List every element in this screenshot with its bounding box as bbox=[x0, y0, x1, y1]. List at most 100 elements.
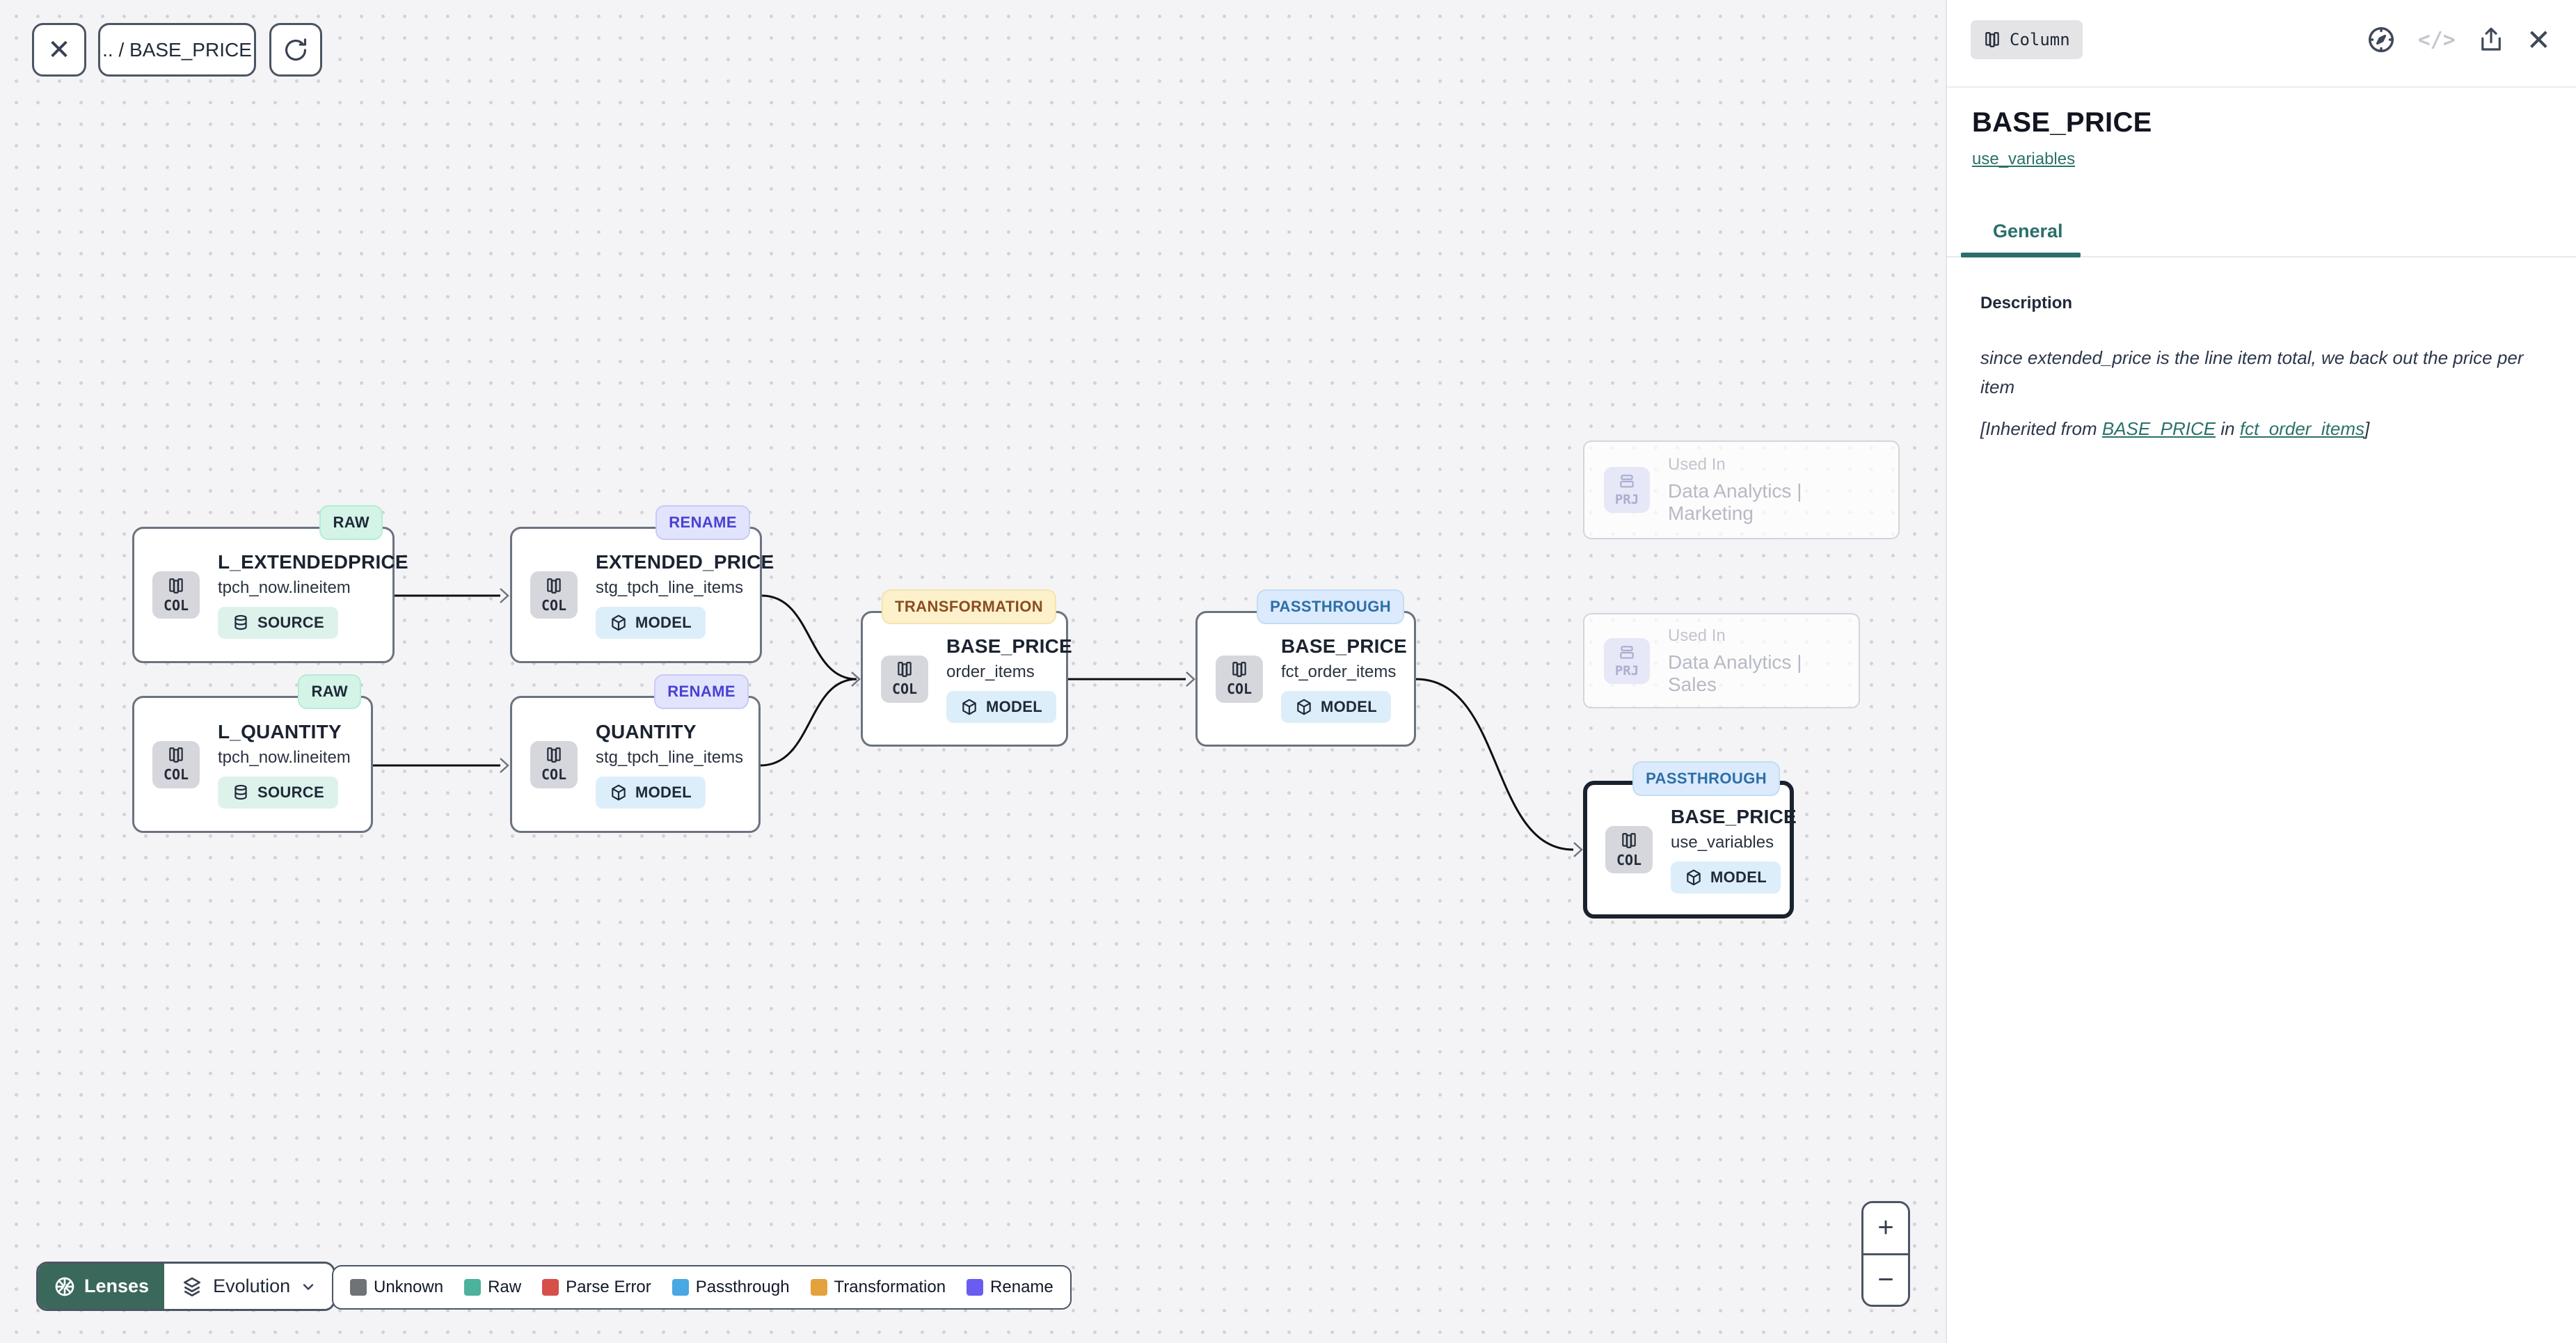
lenses-button[interactable]: Lenses bbox=[38, 1264, 165, 1309]
legend-swatch-passthrough bbox=[671, 1279, 689, 1296]
zoom-controls: + − bbox=[1861, 1201, 1910, 1307]
active-tab-indicator bbox=[1961, 253, 2081, 257]
node-l-extendedprice[interactable]: RAW COL L_EXTENDEDPRICE tpch_now.lineite… bbox=[132, 505, 408, 663]
evolution-badge: RENAME bbox=[655, 505, 750, 540]
inherited-prefix: [Inherited from bbox=[1980, 418, 2102, 440]
node-base-price-order-items[interactable]: TRANSFORMATION COL BASE_PRICE order_item… bbox=[861, 589, 1072, 747]
column-chip-label: COL bbox=[541, 596, 567, 614]
description-inherited: [Inherited from BASE_PRICE in fct_order_… bbox=[1980, 418, 2548, 440]
share-icon bbox=[2481, 27, 2501, 51]
node-base-price-use-variables[interactable]: PASSTHROUGH COL BASE_PRICE use_variables… bbox=[1583, 761, 1797, 919]
legend-item-passthrough: Passthrough bbox=[671, 1278, 790, 1297]
column-chip-label: COL bbox=[891, 681, 918, 697]
node-title: EXTENDED_PRICE bbox=[596, 551, 774, 573]
legend-swatch-parse-error bbox=[542, 1279, 559, 1296]
node-base-price-fct-order-items[interactable]: PASSTHROUGH COL BASE_PRICE fct_order_ite… bbox=[1195, 589, 1416, 747]
refresh-icon bbox=[285, 38, 307, 61]
tab-general[interactable]: General bbox=[1993, 221, 2063, 241]
legend-swatch-rename bbox=[967, 1279, 984, 1296]
refresh-button[interactable] bbox=[269, 23, 322, 77]
chip-label: MODEL bbox=[1710, 868, 1767, 886]
panel-title: BASE_PRICE bbox=[1972, 107, 2152, 138]
columns-icon bbox=[1622, 832, 1636, 848]
column-chip-label: COL bbox=[1616, 851, 1642, 868]
node-subtitle: use_variables bbox=[1671, 833, 1774, 852]
legend-item-parse-error: Parse Error bbox=[542, 1278, 651, 1297]
node-title: L_QUANTITY bbox=[218, 720, 342, 742]
lens-selector-dropdown[interactable]: Evolution bbox=[164, 1264, 334, 1309]
columns-icon bbox=[898, 662, 912, 677]
node-extended-price[interactable]: RENAME COL EXTENDED_PRICE stg_tpch_line_… bbox=[510, 505, 774, 663]
entity-type-label: Column bbox=[2010, 30, 2070, 49]
legend-swatch-raw bbox=[464, 1279, 482, 1296]
compass-button[interactable] bbox=[2365, 24, 2397, 56]
model-chip: MODEL bbox=[1281, 690, 1391, 723]
database-icon bbox=[234, 784, 247, 800]
zoom-out-button[interactable]: − bbox=[1863, 1255, 1908, 1305]
columns-icon bbox=[1985, 32, 1999, 47]
legend-label: Unknown bbox=[374, 1278, 444, 1296]
close-lineage-button[interactable]: ✕ bbox=[32, 23, 86, 77]
cube-icon bbox=[612, 784, 626, 800]
lenses-label: Lenses bbox=[84, 1276, 150, 1296]
model-chip: MODEL bbox=[596, 607, 706, 639]
legend-label: Parse Error bbox=[566, 1278, 651, 1296]
code-view-button[interactable]: </> bbox=[2417, 27, 2456, 52]
cube-icon bbox=[962, 699, 976, 715]
node-subtitle: tpch_now.lineitem bbox=[218, 578, 351, 597]
inherited-model-link[interactable]: fct_order_items bbox=[2239, 418, 2365, 440]
share-button[interactable] bbox=[2476, 25, 2506, 54]
cube-icon bbox=[1297, 699, 1311, 715]
chip-label: SOURCE bbox=[257, 614, 324, 631]
node-subtitle: fct_order_items bbox=[1281, 662, 1397, 681]
used-in-name: Data Analytics | Marketing bbox=[1668, 480, 1802, 524]
source-chip: SOURCE bbox=[218, 776, 338, 809]
entity-type-badge: Column bbox=[1971, 20, 2083, 59]
model-chip: MODEL bbox=[946, 690, 1056, 723]
legend-item-raw: Raw bbox=[464, 1278, 521, 1297]
columns-icon bbox=[1232, 662, 1246, 677]
column-chip-label: COL bbox=[163, 596, 189, 614]
model-link[interactable]: use_variables bbox=[1972, 150, 2076, 168]
zoom-in-button[interactable]: + bbox=[1863, 1203, 1908, 1255]
node-title: BASE_PRICE bbox=[1671, 806, 1797, 827]
chevron-down-icon bbox=[303, 1283, 314, 1290]
chip-label: MODEL bbox=[635, 783, 692, 801]
node-subtitle: stg_tpch_line_items bbox=[596, 578, 744, 597]
project-type-chip: PRJ bbox=[1604, 637, 1650, 684]
node-l-quantity[interactable]: RAW COL L_QUANTITY tpch_now.lineitem SOU… bbox=[132, 674, 373, 833]
breadcrumb[interactable]: .. / BASE_PRICE bbox=[98, 23, 256, 77]
node-title: BASE_PRICE bbox=[946, 635, 1072, 657]
details-panel: Column </> ✕ BASE_PRICE use_variables Ge… bbox=[1946, 0, 2576, 1343]
column-type-chip: COL bbox=[1605, 826, 1653, 873]
evolution-legend: Unknown Raw Parse Error Passthrough Tran… bbox=[332, 1265, 1072, 1310]
project-icon bbox=[1620, 645, 1634, 659]
evolution-badge: PASSTHROUGH bbox=[1632, 761, 1780, 796]
column-chip-label: COL bbox=[163, 766, 189, 783]
column-type-chip: COL bbox=[530, 571, 578, 619]
legend-label: Rename bbox=[990, 1278, 1054, 1296]
lenses-control: Lenses Evolution bbox=[36, 1262, 336, 1311]
node-subtitle: order_items bbox=[946, 662, 1035, 681]
project-icon bbox=[1620, 475, 1634, 488]
legend-label: Transformation bbox=[834, 1278, 946, 1296]
panel-tabs: General bbox=[1947, 221, 2576, 257]
used-in-node-sales: PRJ Used In Data Analytics | Sales bbox=[1583, 613, 1860, 708]
used-in-node-marketing: PRJ Used In Data Analytics | Marketing bbox=[1583, 440, 1900, 539]
node-quantity[interactable]: RENAME COL QUANTITY stg_tpch_line_items … bbox=[510, 674, 761, 833]
compass-icon bbox=[2368, 26, 2394, 53]
legend-label: Raw bbox=[488, 1278, 522, 1296]
chip-label: SOURCE bbox=[257, 783, 324, 801]
layers-icon bbox=[184, 1277, 201, 1296]
legend-swatch-unknown bbox=[350, 1279, 367, 1296]
used-in-label: Used In bbox=[1668, 455, 1726, 474]
chip-label: MODEL bbox=[1321, 697, 1377, 715]
model-chip: MODEL bbox=[1671, 861, 1781, 893]
column-type-chip: COL bbox=[881, 655, 928, 703]
close-panel-button[interactable]: ✕ bbox=[2526, 23, 2551, 56]
column-type-chip: COL bbox=[152, 571, 200, 619]
used-in-name: Data Analytics | Sales bbox=[1668, 651, 1802, 695]
node-title: BASE_PRICE bbox=[1281, 635, 1407, 657]
description-text: since extended_price is the line item to… bbox=[1980, 347, 2524, 397]
inherited-column-link[interactable]: BASE_PRICE bbox=[2101, 418, 2216, 440]
